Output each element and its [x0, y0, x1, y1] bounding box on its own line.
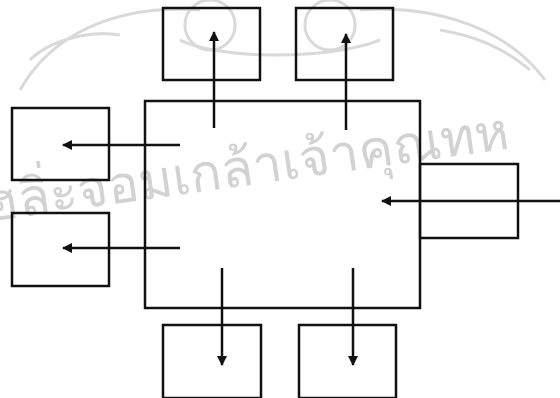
left-lower-box	[10, 211, 111, 288]
watermark-seal	[18, 0, 547, 91]
top-left-box	[161, 6, 262, 82]
bottom-right-box	[297, 323, 398, 398]
bottom-left-box	[161, 323, 263, 398]
top-right-box	[294, 6, 395, 82]
